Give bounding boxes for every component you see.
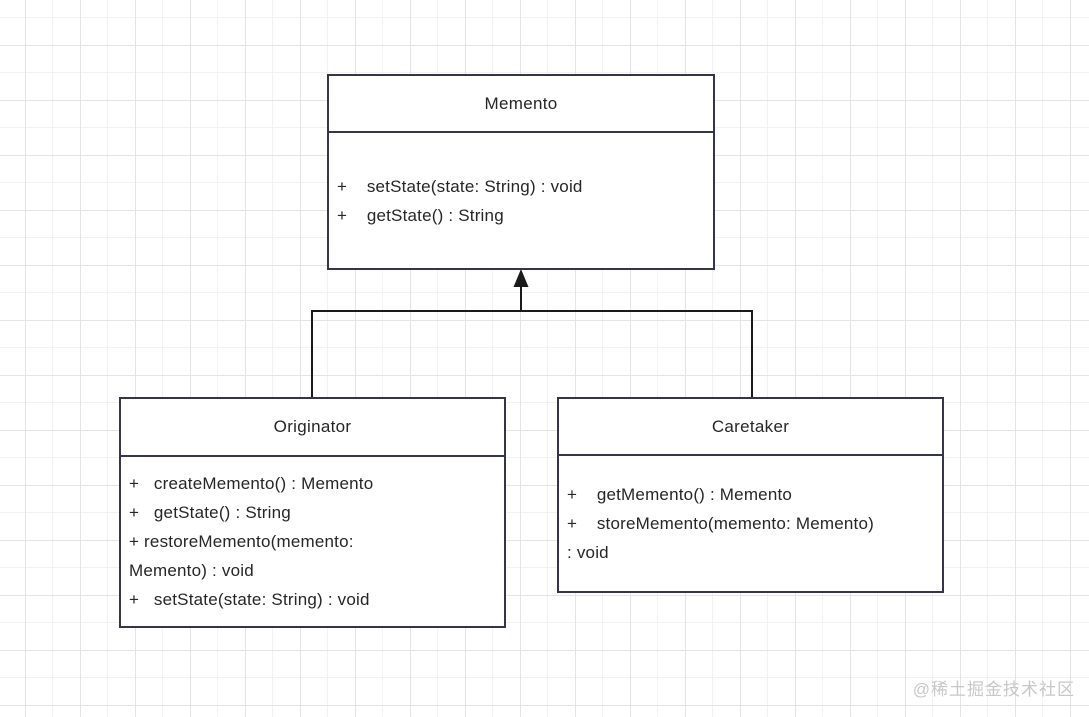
method-line: + getState() : String bbox=[129, 503, 291, 522]
class-methods-caretaker: + getMemento() : Memento + storeMemento(… bbox=[559, 456, 942, 591]
class-title-caretaker: Caretaker bbox=[559, 399, 942, 456]
method-line: + createMemento() : Memento bbox=[129, 474, 374, 493]
class-box-caretaker: Caretaker + getMemento() : Memento + sto… bbox=[557, 397, 944, 593]
class-methods-originator: + createMemento() : Memento + getState()… bbox=[121, 457, 504, 626]
method-line: Memento) : void bbox=[129, 561, 254, 580]
class-box-originator: Originator + createMemento() : Memento +… bbox=[119, 397, 506, 628]
watermark: @稀土掘金技术社区 bbox=[912, 680, 1075, 699]
method-line: : void bbox=[567, 543, 609, 562]
method-line: + setState(state: String) : void bbox=[129, 590, 370, 609]
class-box-memento: Memento + setState(state: String) : void… bbox=[327, 74, 715, 270]
method-line: + setState(state: String) : void bbox=[337, 176, 583, 196]
method-line: + getState() : String bbox=[337, 205, 504, 225]
arrowhead-icon bbox=[513, 269, 529, 287]
class-title-memento: Memento bbox=[329, 76, 713, 133]
class-title-originator: Originator bbox=[121, 399, 504, 457]
method-line: + getMemento() : Memento bbox=[567, 485, 793, 504]
connector-branch-lines bbox=[311, 310, 753, 397]
method-line: + storeMemento(memento: Memento) bbox=[567, 514, 874, 533]
method-line: + restoreMemento(memento: bbox=[129, 532, 354, 551]
class-methods-memento: + setState(state: String) : void + getSt… bbox=[329, 133, 713, 268]
